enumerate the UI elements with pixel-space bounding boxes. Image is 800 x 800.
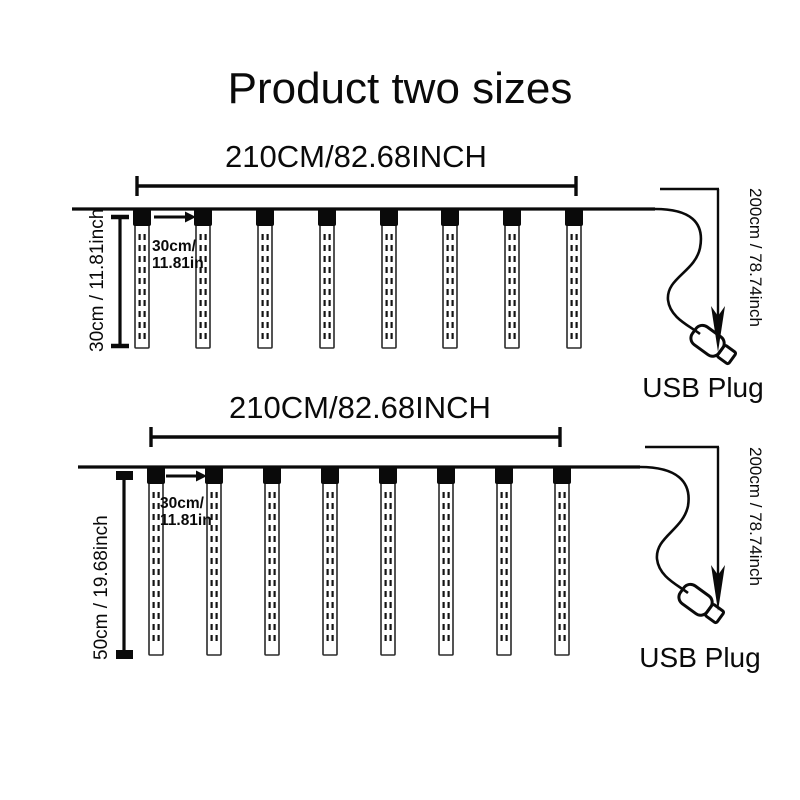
usb-plug-icon (689, 323, 738, 366)
cable-down-arrow-icon (711, 306, 725, 352)
cable-label-small: 200cm / 78.74inch (746, 188, 765, 327)
tube (380, 209, 398, 349)
diagram-size-small: 210CM/82.68INCH 30cm / 11.81inch (72, 139, 765, 403)
spacing-arrow-icon (166, 470, 207, 482)
cable-dimension-large (645, 445, 725, 611)
tube (318, 209, 336, 349)
cable-down-arrow-icon (711, 565, 725, 611)
spacing-label-line2-large: 11.81in (160, 512, 212, 529)
tube (147, 467, 165, 656)
usb-plug-icon (677, 582, 726, 625)
width-label-small: 210CM/82.68INCH (225, 139, 487, 174)
tube (194, 209, 212, 349)
tube (441, 209, 459, 349)
tube-group-large (147, 467, 571, 656)
power-cable-large (639, 465, 690, 595)
tube (553, 467, 571, 656)
page-title: Product two sizes (228, 64, 573, 113)
tube (379, 467, 397, 656)
cable-label-large: 200cm / 78.74inch (746, 447, 765, 586)
spacing-label-line2-small: 11.81in (152, 255, 204, 272)
width-dimension-bar-small (135, 176, 578, 196)
tube (205, 467, 223, 656)
width-dimension-bar-large (149, 427, 562, 447)
width-label-large: 210CM/82.68INCH (229, 390, 491, 425)
spacing-label-line1-large: 30cm/ (160, 495, 205, 512)
spacing-label-line1-small: 30cm/ (152, 238, 197, 255)
drop-dimension-small (111, 214, 129, 349)
spacing-arrow-icon (154, 211, 196, 223)
tube (437, 467, 455, 656)
tube (565, 209, 583, 349)
tube (503, 209, 521, 349)
drop-label-small: 30cm / 11.81inch (87, 209, 108, 352)
drop-dimension-large (116, 471, 133, 659)
usb-plug-label-small: USB Plug (642, 372, 763, 403)
power-cable-small (654, 207, 703, 336)
cable-dimension-small (660, 187, 725, 352)
tube (263, 467, 281, 656)
tube (256, 209, 274, 349)
tube (133, 209, 151, 349)
tube (321, 467, 339, 656)
diagram-size-large: 210CM/82.68INCH 50cm / 19.68inch (78, 390, 765, 673)
tube (495, 467, 513, 656)
drop-label-large: 50cm / 19.68inch (91, 515, 112, 660)
tube-group-small (133, 209, 583, 349)
usb-plug-label-large: USB Plug (639, 642, 760, 673)
